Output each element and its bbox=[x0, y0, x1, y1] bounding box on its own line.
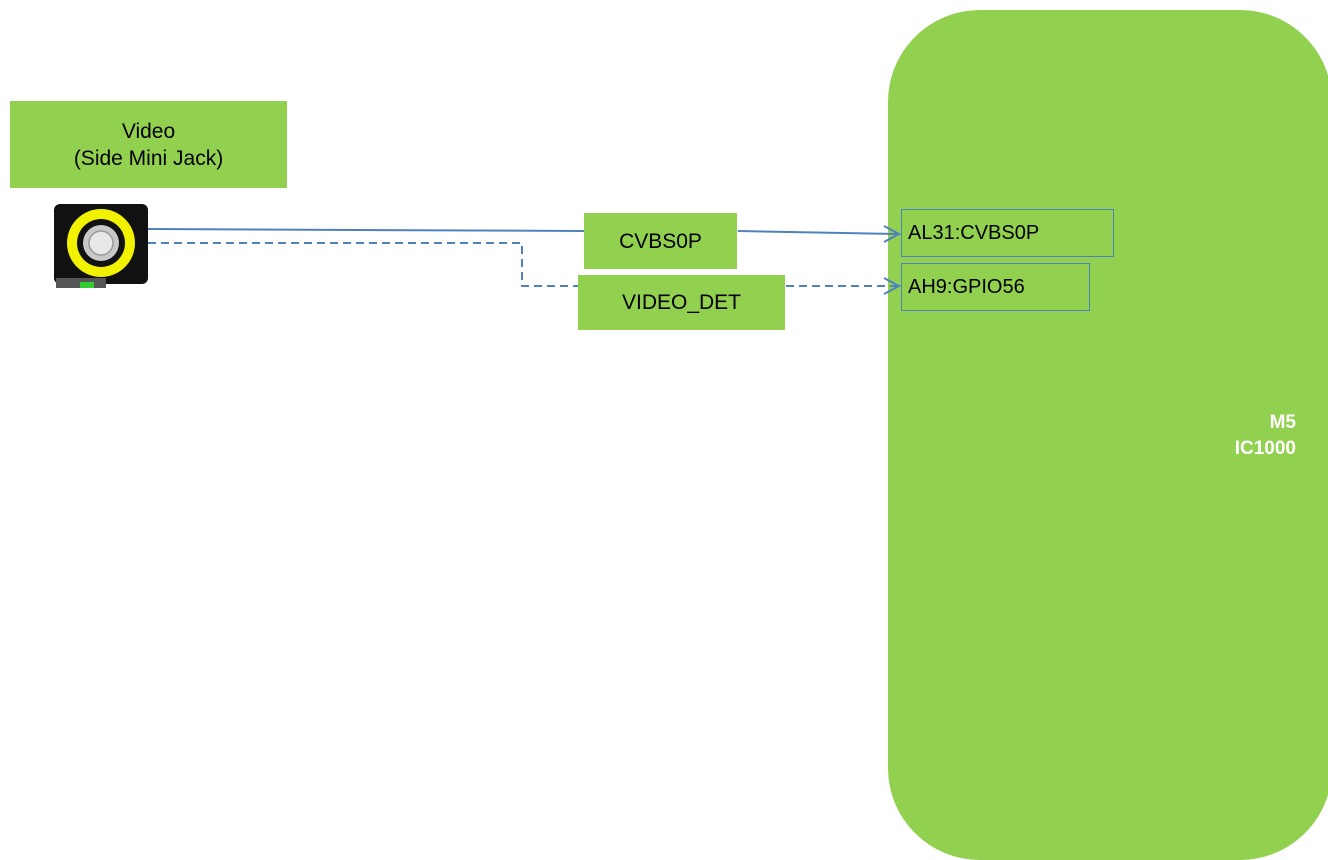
ic-designator: IC1000 bbox=[1234, 438, 1296, 459]
device-title: Video bbox=[121, 119, 176, 143]
cvbs-wire bbox=[147, 228, 587, 232]
det-wire bbox=[148, 242, 580, 287]
ic-name: M5 bbox=[1269, 412, 1296, 433]
pin-cvbs: AL31:CVBS0P bbox=[901, 209, 1114, 257]
cvbs-arrow bbox=[883, 225, 902, 243]
device-subtitle: (Side Mini Jack) bbox=[73, 146, 224, 170]
pin-gpio: AH9:GPIO56 bbox=[901, 263, 1090, 311]
rca-jack-icon bbox=[54, 204, 148, 288]
device-label: Video (Side Mini Jack) bbox=[10, 101, 287, 188]
ic-body: M5 IC1000 bbox=[888, 10, 1328, 860]
det-arrow bbox=[883, 277, 902, 295]
net-label-video-det: VIDEO_DET bbox=[578, 275, 785, 330]
ic-label: M5 IC1000 bbox=[1235, 410, 1296, 462]
cvbs-wire-pin bbox=[737, 230, 900, 235]
net-label-cvbs: CVBS0P bbox=[584, 213, 737, 269]
